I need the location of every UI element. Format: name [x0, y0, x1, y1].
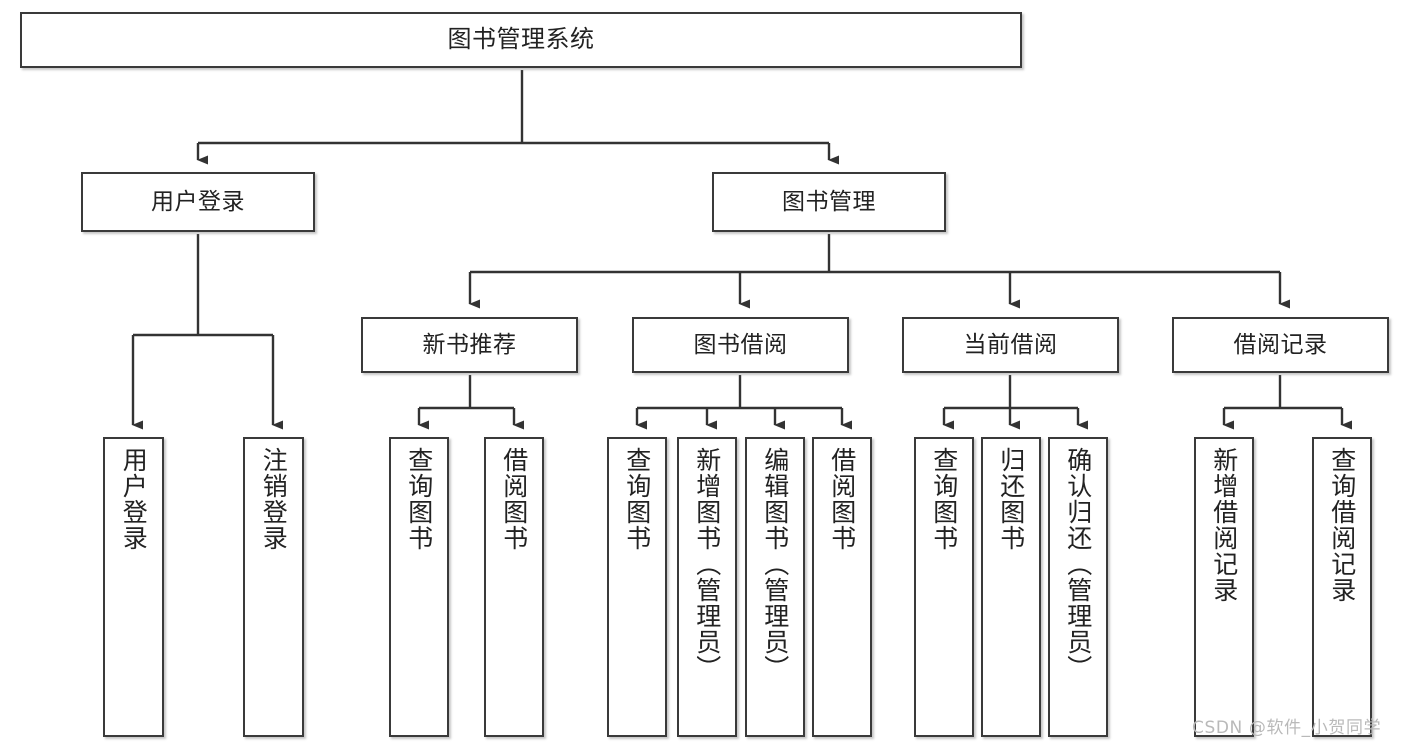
node-root-label: 图书管理系统	[447, 25, 595, 54]
leaf-add-record[interactable]: 新增借阅记录	[1194, 437, 1254, 737]
node-borrow-record[interactable]: 借阅记录	[1172, 317, 1389, 373]
node-current-borrow-label: 当前借阅	[963, 331, 1058, 358]
leaf-return-book[interactable]: 归还图书	[981, 437, 1041, 737]
leaf-query-book-1-label: 查询图书	[404, 447, 434, 551]
leaf-logout[interactable]: 注销登录	[243, 437, 304, 737]
watermark: CSDN @软件_小贺同学	[1192, 718, 1382, 738]
leaf-user-login[interactable]: 用户登录	[103, 437, 164, 737]
leaf-borrow-book-2-label: 借阅图书	[827, 447, 857, 551]
leaf-edit-book-admin-label: 编辑图书（管理员）	[760, 447, 790, 681]
leaf-query-record[interactable]: 查询借阅记录	[1312, 437, 1372, 737]
node-new-book-recommend[interactable]: 新书推荐	[361, 317, 578, 373]
leaf-add-record-label: 新增借阅记录	[1209, 447, 1239, 603]
node-book-manage[interactable]: 图书管理	[712, 172, 946, 232]
node-user-login-label: 用户登录	[151, 188, 245, 215]
leaf-user-login-label: 用户登录	[119, 447, 149, 551]
node-borrow-record-label: 借阅记录	[1233, 331, 1328, 358]
leaf-borrow-book-2[interactable]: 借阅图书	[812, 437, 872, 737]
node-book-borrow[interactable]: 图书借阅	[632, 317, 849, 373]
leaf-query-book-3[interactable]: 查询图书	[914, 437, 974, 737]
leaf-borrow-book-1-label: 借阅图书	[499, 447, 529, 551]
node-book-borrow-label: 图书借阅	[693, 331, 788, 358]
leaf-add-book-admin-label: 新增图书（管理员）	[692, 447, 722, 681]
leaf-query-record-label: 查询借阅记录	[1327, 447, 1357, 603]
node-new-book-recommend-label: 新书推荐	[422, 331, 517, 358]
leaf-query-book-2[interactable]: 查询图书	[607, 437, 667, 737]
leaf-return-book-label: 归还图书	[996, 447, 1026, 551]
node-user-login[interactable]: 用户登录	[81, 172, 315, 232]
leaf-logout-label: 注销登录	[259, 447, 289, 551]
leaf-query-book-3-label: 查询图书	[929, 447, 959, 551]
leaf-borrow-book-1[interactable]: 借阅图书	[484, 437, 544, 737]
node-book-manage-label: 图书管理	[782, 188, 876, 215]
leaf-confirm-return-admin-label: 确认归还（管理员）	[1063, 447, 1093, 681]
leaf-query-book-2-label: 查询图书	[622, 447, 652, 551]
leaf-add-book-admin[interactable]: 新增图书（管理员）	[677, 437, 737, 737]
leaf-confirm-return-admin[interactable]: 确认归还（管理员）	[1048, 437, 1108, 737]
leaf-edit-book-admin[interactable]: 编辑图书（管理员）	[745, 437, 805, 737]
node-root[interactable]: 图书管理系统	[20, 12, 1022, 68]
leaf-query-book-1[interactable]: 查询图书	[389, 437, 449, 737]
node-current-borrow[interactable]: 当前借阅	[902, 317, 1119, 373]
